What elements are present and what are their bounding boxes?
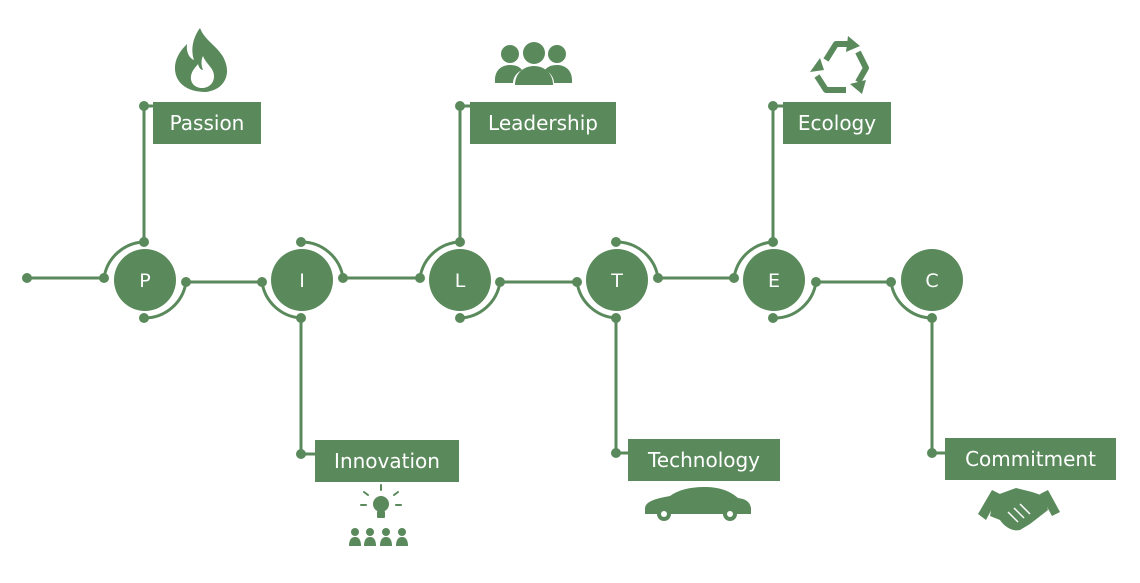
- idea-team-icon: [349, 484, 408, 546]
- node-arc: [889, 280, 934, 320]
- junction-dot: [181, 277, 191, 287]
- connector-passion: [142, 104, 154, 244]
- node-arc: [299, 240, 345, 280]
- junction-dot: [768, 237, 778, 247]
- node-arc: [771, 280, 818, 320]
- label-text: Ecology: [797, 111, 877, 135]
- node-circle-p: [114, 249, 176, 311]
- node-arc: [102, 240, 146, 280]
- junction-dot: [296, 313, 306, 323]
- junction-dot: [296, 237, 306, 247]
- junction-dot: [257, 277, 267, 287]
- junction-dot: [495, 277, 505, 287]
- node-circle-t: [586, 249, 648, 311]
- flame-icon: [174, 28, 228, 92]
- node-arc: [732, 240, 775, 280]
- label-ecology: Ecology: [783, 102, 891, 144]
- junction-dot: [455, 313, 465, 323]
- label-innovation: Innovation: [315, 440, 459, 482]
- node-letter: P: [139, 270, 150, 292]
- node-circle-e: [743, 249, 805, 311]
- connector-technology: [614, 316, 630, 455]
- node-arc: [614, 240, 660, 280]
- node-letter: L: [455, 270, 466, 292]
- node-circle-i: [271, 249, 333, 311]
- junction-dot: [338, 273, 348, 283]
- label-text: Technology: [647, 448, 761, 472]
- junction-dot: [611, 448, 621, 458]
- junction-dot: [455, 237, 465, 247]
- connector-innovation: [299, 316, 317, 456]
- label-text: Commitment: [965, 447, 1096, 471]
- junction-dot: [139, 101, 149, 111]
- label-commitment: Commitment: [945, 438, 1116, 480]
- node-arc: [260, 280, 303, 320]
- car-icon: [645, 487, 751, 521]
- label-text: Passion: [169, 111, 245, 135]
- label-text: Innovation: [334, 449, 440, 473]
- node-arc: [142, 280, 188, 320]
- label-text: Leadership: [488, 111, 598, 135]
- recycle-arrowheads: [810, 36, 866, 94]
- label-passion: Passion: [153, 102, 261, 144]
- junction-dot: [139, 237, 149, 247]
- node-letter: T: [610, 270, 623, 292]
- junction-dot: [296, 449, 306, 459]
- junction-dot: [768, 313, 778, 323]
- connector-leadership: [458, 104, 472, 244]
- node-circle-l: [429, 249, 491, 311]
- label-technology: Technology: [628, 439, 780, 481]
- node-arc: [458, 280, 502, 320]
- node-letter: C: [925, 270, 938, 292]
- people-icon: [495, 42, 572, 85]
- junction-dot: [455, 101, 465, 111]
- junction-dot: [927, 313, 937, 323]
- node-letter: E: [768, 270, 780, 292]
- junction-dot: [811, 277, 821, 287]
- connector-ecology: [771, 104, 785, 244]
- junction-dot: [415, 273, 425, 283]
- junction-dot: [927, 448, 937, 458]
- node-arc: [575, 280, 618, 320]
- junction-dot: [99, 273, 109, 283]
- junction-dot: [611, 313, 621, 323]
- junction-dot: [729, 273, 739, 283]
- connector-commitment: [930, 316, 947, 455]
- junction-dot: [611, 237, 621, 247]
- junction-dot: [22, 273, 32, 283]
- node-letter: I: [299, 270, 305, 292]
- junction-dot: [768, 101, 778, 111]
- label-leadership: Leadership: [470, 102, 616, 144]
- junction-dot: [572, 277, 582, 287]
- recycle-icon: [814, 41, 869, 93]
- junction-dot: [886, 277, 896, 287]
- junction-dot: [139, 313, 149, 323]
- handshake-icon: [978, 488, 1060, 531]
- node-circle-c: [901, 249, 963, 311]
- node-arc: [418, 240, 462, 280]
- junction-dot: [653, 273, 663, 283]
